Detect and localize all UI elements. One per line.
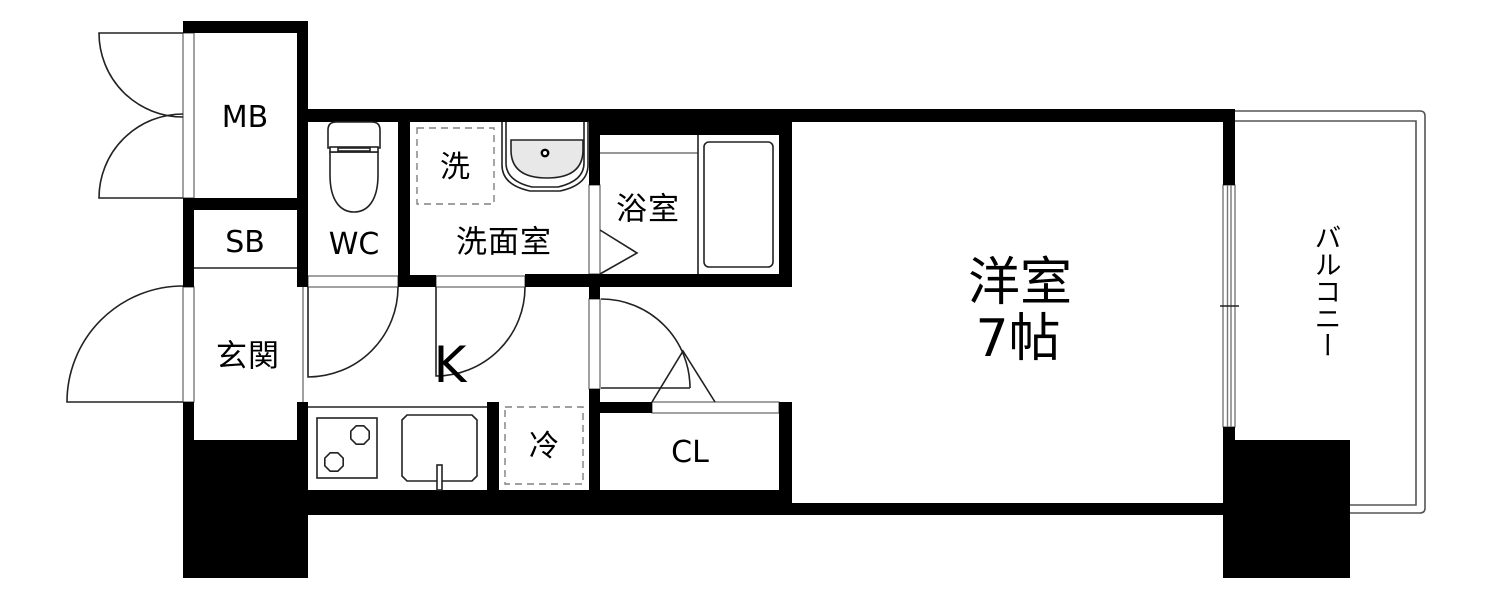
doors <box>66 32 716 403</box>
walls <box>183 21 1350 578</box>
entrance-door-icon <box>66 285 184 403</box>
wall <box>183 402 194 442</box>
wall <box>487 402 499 492</box>
wall <box>183 198 308 210</box>
washroom-door-track <box>435 275 526 288</box>
western-room-size: 7帖 <box>975 309 1061 369</box>
interior-lines <box>194 135 699 408</box>
burner-icon <box>323 451 345 473</box>
washroom-door-icon <box>435 286 526 377</box>
bathroom-label: 浴室 <box>616 191 680 228</box>
balcony-label: バルコニー <box>1309 223 1341 359</box>
pillar <box>1223 440 1350 578</box>
kitchen-label: K <box>433 336 467 394</box>
wall <box>589 389 600 515</box>
bathroom-door-track <box>588 184 601 275</box>
bathroom-folding-door-icon <box>599 229 639 275</box>
burner-icon <box>349 424 371 446</box>
western-room-label: 洋室 <box>967 253 1073 313</box>
balcony-outline <box>1235 110 1426 514</box>
refrigerator-space-icon <box>504 406 584 485</box>
wall <box>589 287 600 299</box>
wall <box>600 109 792 135</box>
wall <box>589 109 600 185</box>
washroom-label: 洗面室 <box>456 224 552 261</box>
wall <box>398 109 410 287</box>
wall <box>398 275 436 287</box>
wall <box>297 21 308 287</box>
wall <box>779 402 792 515</box>
washing-machine-space-label: 洗 <box>440 150 470 185</box>
toilet-icon <box>327 121 381 213</box>
wall <box>792 503 1223 515</box>
wc-door-icon <box>307 286 399 378</box>
toilet-label: WC <box>328 227 380 262</box>
shoe-box-label: SB <box>225 225 265 260</box>
closet-folding-door-icon <box>651 349 716 403</box>
wall <box>183 21 308 33</box>
wall <box>600 402 652 413</box>
faucet-icon <box>436 464 443 491</box>
closet-door-track <box>651 401 780 414</box>
closet-label: CL <box>671 435 709 470</box>
entrance-door-track <box>182 286 195 403</box>
wall <box>308 490 792 515</box>
refrigerator-space-label: 冷 <box>529 429 559 464</box>
western-room-door-track <box>588 298 601 390</box>
wc-door-track <box>307 275 399 288</box>
western-room-door-icon <box>600 298 691 389</box>
meter-box-door-track <box>182 32 195 199</box>
window-icon <box>1220 184 1239 428</box>
wall <box>1223 427 1235 442</box>
meter-box-label: MB <box>221 100 269 135</box>
washbasin-icon <box>501 122 589 192</box>
entrance-label: 玄関 <box>216 338 280 375</box>
washing-machine-space-icon <box>416 127 495 205</box>
kitchen-sink-icon <box>401 414 478 491</box>
wall <box>1223 109 1235 185</box>
pillar <box>183 440 308 578</box>
wall <box>779 109 792 287</box>
wall <box>183 198 194 287</box>
meter-box-door-icon <box>98 32 184 199</box>
bathtub-icon <box>703 141 774 268</box>
stove-icon <box>316 417 378 479</box>
wall <box>525 274 792 287</box>
